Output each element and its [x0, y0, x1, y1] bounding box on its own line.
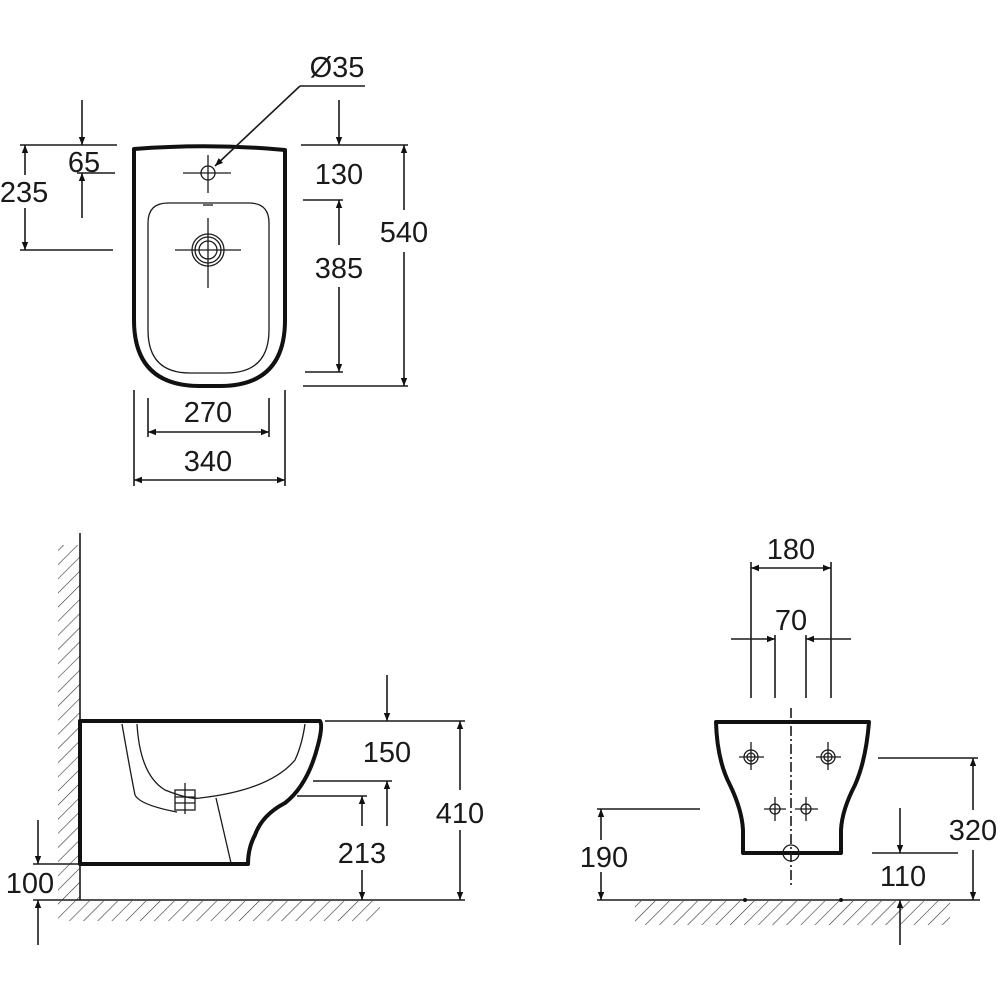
tap-hole-diameter-label: Ø35	[310, 52, 365, 84]
bolt-spacing-inner-label: 70	[775, 605, 807, 637]
overall-width-label: 340	[184, 446, 232, 478]
rim-to-bowl-label: 130	[315, 159, 363, 191]
wall-hatch	[58, 545, 80, 900]
water-inlet-icon	[764, 797, 786, 821]
bowl-length-label: 385	[315, 253, 363, 285]
floor-hatch	[58, 901, 380, 921]
upper-bolt-height-label: 320	[949, 815, 997, 847]
overall-length-label: 540	[380, 217, 428, 249]
bowl-outline	[147, 202, 270, 374]
bidet-outline-front	[714, 720, 871, 855]
drain-offset-label: 235	[0, 177, 48, 209]
bidet-outline-side	[78, 719, 324, 866]
bowl-width-label: 270	[184, 397, 232, 429]
bolt-hole-icon	[816, 742, 841, 770]
side-view: 150 213 410 100	[6, 533, 484, 945]
top-view: Ø35 65 235 130 385 540 270 340	[0, 52, 428, 486]
bolt-spacing-outer-label: 180	[767, 534, 815, 566]
tap-hole-icon	[183, 155, 231, 193]
water-inlet-icon	[795, 797, 818, 821]
bowl-inner-line	[121, 723, 178, 813]
tap-hole-offset-label: 65	[68, 147, 100, 179]
top-depth-label: 150	[363, 737, 411, 769]
bolt-hole-icon	[739, 742, 764, 770]
drain-icon	[175, 218, 241, 288]
front-view: 180 70 190 320 110	[580, 534, 997, 945]
inlet-height-label: 190	[580, 842, 628, 874]
bidet-outline-top	[132, 144, 287, 388]
overall-height-label: 410	[436, 798, 484, 830]
floor-hatch-front	[635, 901, 950, 925]
drain-fitting-icon	[174, 783, 196, 814]
outlet-height-label: 213	[338, 838, 386, 870]
floor-clearance-label: 100	[6, 868, 54, 900]
outlet-height-front-label: 110	[880, 861, 926, 893]
outlet-icon	[782, 844, 800, 862]
